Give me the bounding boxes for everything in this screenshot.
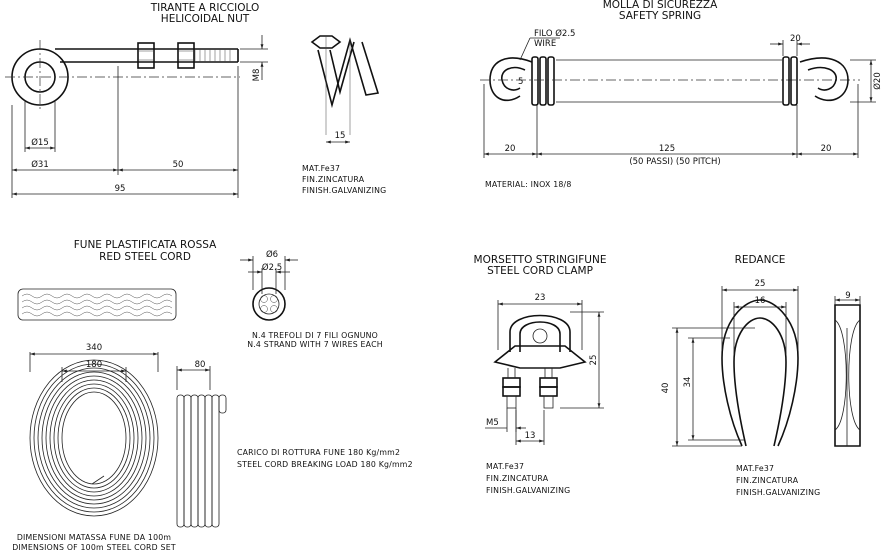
spring-title-en: SAFETY SPRING: [619, 10, 701, 22]
cord-section: [240, 256, 298, 321]
thimble-panel: REDANCE 25 16 40 34: [661, 254, 861, 497]
spring-material: MATERIAL: INOX 18/8: [485, 180, 572, 189]
rod-title-it: TIRANTE A RICCIOLO: [150, 2, 259, 14]
thimble-finish: FINISH.GALVANIZING: [736, 488, 820, 497]
cord-coil-dim-en: DIMENSIONS OF 100m STEEL CORD SET: [12, 543, 176, 552]
cord-sample: [17, 288, 177, 321]
cord-load-it: CARICO DI ROTTURA FUNE 180 Kg/mm2: [237, 448, 400, 457]
clamp-finish: FINISH.GALVANIZING: [486, 486, 570, 495]
spring-pitch: (50 PASSI) (50 PITCH): [629, 157, 720, 167]
spring-panel: MOLLA DI SICUREZZA SAFETY SPRING: [480, 0, 883, 189]
spring-wire-label-en: WIRE: [534, 39, 556, 49]
spring-dim-20-left: 20: [505, 144, 516, 154]
rod-nuts: [137, 42, 195, 69]
thimble-title: REDANCE: [735, 254, 786, 266]
spring-dim-5: 5: [518, 77, 523, 87]
clamp-title-it: MORSETTO STRINGIFUNE: [474, 254, 607, 266]
cord-panel: FUNE PLASTIFICATA ROSSA RED STEEL CORD: [12, 239, 413, 552]
spring-wire-label-it: FILO Ø2.5: [534, 28, 575, 39]
thimble-front: [672, 286, 799, 447]
rod-dimensions: [11, 35, 268, 198]
thimble-dim-16: 16: [755, 296, 766, 306]
clamp-panel: MORSETTO STRINGIFUNE STEEL CORD CLAMP: [474, 254, 607, 495]
rod-helix-view: [310, 35, 380, 135]
thimble-fin: FIN.ZINCATURA: [736, 476, 799, 485]
cord-strand-note-it: N.4 TREFOLI DI 7 FILI OGNUNO: [252, 331, 378, 340]
clamp-dim-23: 23: [535, 293, 546, 303]
rod-dim-m8: M8: [252, 69, 262, 82]
spring-dim-d20: Ø20: [872, 72, 883, 90]
cord-coil-side: [176, 366, 227, 528]
cord-title-en: RED STEEL CORD: [99, 251, 191, 263]
cord-dim-d6: Ø6: [266, 249, 278, 260]
spring-body: [480, 56, 860, 106]
rod-title-en: HELICOIDAL NUT: [161, 13, 250, 25]
cord-dim-d25: Ø2.5: [262, 262, 282, 273]
spring-dimensions: [483, 37, 876, 158]
clamp-dim-m5: M5: [486, 418, 499, 428]
thimble-side: [834, 296, 861, 447]
cord-coil: [29, 352, 159, 517]
clamp-fin: FIN.ZINCATURA: [486, 474, 549, 483]
rod-dim-d15: Ø15: [31, 137, 49, 148]
rod-finish: FINISH.GALVANIZING: [302, 186, 386, 195]
clamp-title-en: STEEL CORD CLAMP: [487, 265, 593, 277]
cord-dim-340: 340: [86, 343, 102, 353]
rod-eye: [5, 40, 240, 112]
rod-fin: FIN.ZINCATURA: [302, 175, 365, 184]
cord-dim-80: 80: [195, 360, 206, 370]
cord-dim-180: 180: [86, 360, 102, 370]
spring-dim-20-top: 20: [790, 34, 801, 44]
rod-helix-dim-15: 15: [335, 131, 346, 141]
rod-dim-d31: Ø31: [31, 159, 49, 170]
clamp-body: [485, 300, 604, 445]
spring-dim-125: 125: [659, 144, 675, 154]
cord-title-it: FUNE PLASTIFICATA ROSSA: [74, 239, 217, 251]
spring-dim-20-right: 20: [821, 144, 832, 154]
clamp-mat: MAT.Fe37: [486, 462, 524, 471]
thimble-dim-25: 25: [755, 279, 766, 289]
thimble-mat: MAT.Fe37: [736, 464, 774, 473]
thimble-dim-40: 40: [661, 383, 671, 394]
spring-title-it: MOLLA DI SICUREZZA: [603, 0, 718, 11]
thimble-dim-34: 34: [683, 377, 693, 388]
cord-coil-dim-it: DIMENSIONI MATASSA FUNE DA 100m: [17, 533, 171, 542]
clamp-dim-13: 13: [525, 431, 536, 441]
rod-dim-50: 50: [173, 160, 184, 170]
cord-strand-note-en: N.4 STRAND WITH 7 WIRES EACH: [247, 340, 383, 349]
rod-mat: MAT.Fe37: [302, 164, 340, 173]
rod-shank: [55, 48, 239, 63]
cord-load-en: STEEL CORD BREAKING LOAD 180 Kg/mm2: [237, 460, 413, 469]
thimble-dim-9: 9: [845, 291, 850, 301]
clamp-dim-25: 25: [589, 355, 599, 366]
rod-panel: TIRANTE A RICCIOLO HELICOIDAL NUT: [5, 2, 386, 198]
rod-dim-95: 95: [115, 184, 126, 194]
